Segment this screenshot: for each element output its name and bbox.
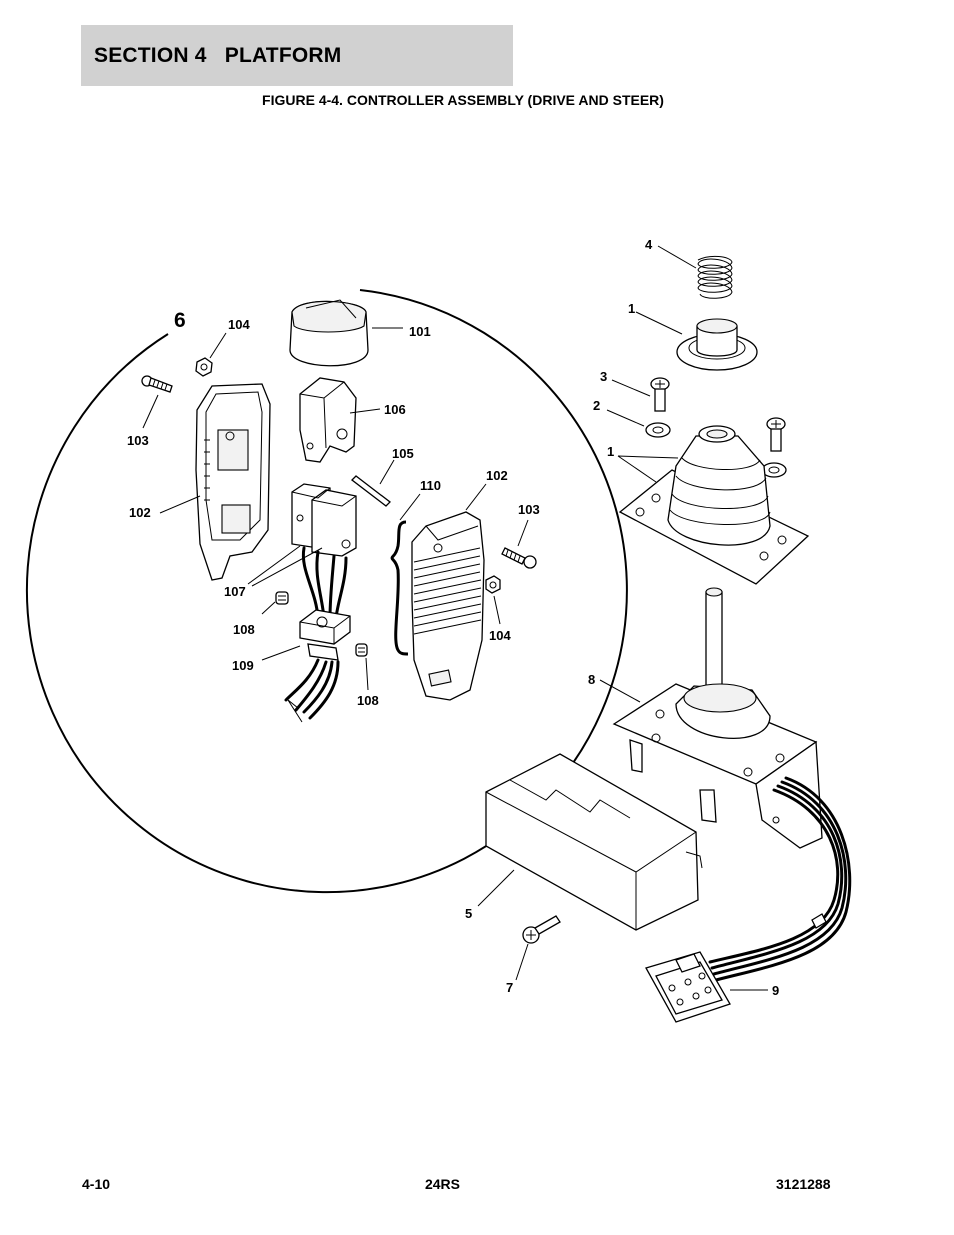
setscrew-part-108-left xyxy=(275,591,289,605)
callout-109: 109 xyxy=(232,658,254,673)
spring-part-4 xyxy=(697,255,733,299)
knob-part-101 xyxy=(289,299,369,367)
figure-title: FIGURE 4-4. CONTROLLER ASSEMBLY (DRIVE A… xyxy=(262,92,664,108)
detail-callout: 6 xyxy=(174,309,186,332)
handle-half-part-102-right xyxy=(411,511,485,701)
handle-half-part-102-left xyxy=(195,383,271,581)
bracket-part-106 xyxy=(299,377,357,463)
callout-107: 107 xyxy=(224,584,246,599)
setscrew-part-108-right xyxy=(355,643,368,657)
screw-part-103-right xyxy=(501,547,537,569)
callout-4: 4 xyxy=(645,237,653,252)
callout-102-left: 102 xyxy=(129,505,151,520)
controller-body-part-8 xyxy=(612,587,823,849)
handle-bracket-110 xyxy=(390,520,409,656)
handle-detail-circle xyxy=(25,289,628,894)
callout-103-right: 103 xyxy=(518,502,540,517)
connector-part-9 xyxy=(645,951,731,1023)
callout-5: 5 xyxy=(465,906,472,921)
callout-102-right: 102 xyxy=(486,468,508,483)
callout-108-left: 108 xyxy=(233,622,255,637)
washer-part-2 xyxy=(645,422,671,438)
page-number: 4-10 xyxy=(82,1176,111,1192)
callout-8: 8 xyxy=(588,672,595,687)
pin-part-105 xyxy=(351,475,391,507)
callout-7: 7 xyxy=(506,980,513,995)
callout-1-top: 1 xyxy=(628,301,635,316)
screw-right-top xyxy=(761,417,787,478)
model-name: 24RS xyxy=(424,1176,461,1192)
callout-104-left: 104 xyxy=(228,317,250,332)
callout-110: 110 xyxy=(420,478,441,493)
switch-part-107 xyxy=(291,483,357,557)
boot-base-part-1 xyxy=(618,425,810,585)
callout-9: 9 xyxy=(772,983,779,998)
callout-101: 101 xyxy=(409,324,431,339)
nut-part-104-right xyxy=(485,575,501,594)
callout-108-right: 108 xyxy=(357,693,379,708)
callout-3: 3 xyxy=(600,369,607,384)
section-header: SECTION 4 PLATFORM xyxy=(81,25,513,86)
section-title: SECTION 4 PLATFORM xyxy=(94,43,342,67)
callout-106: 106 xyxy=(384,402,406,417)
callout-103-left: 103 xyxy=(127,433,149,448)
cover-part-5 xyxy=(485,753,703,931)
screw-part-103-left xyxy=(141,375,173,393)
screw-part-3 xyxy=(650,377,670,412)
screw-part-7 xyxy=(522,915,561,944)
nut-part-104-left xyxy=(195,357,213,377)
callout-104-right: 104 xyxy=(489,628,511,643)
callout-105: 105 xyxy=(392,446,414,461)
callout-2: 2 xyxy=(593,398,600,413)
boot-seal-part-1 xyxy=(676,318,758,371)
grommet-part-109 xyxy=(299,609,351,661)
document-number: 3121288 xyxy=(776,1176,831,1192)
cable-harness xyxy=(708,776,852,982)
callout-1-bottom: 1 xyxy=(607,444,614,459)
